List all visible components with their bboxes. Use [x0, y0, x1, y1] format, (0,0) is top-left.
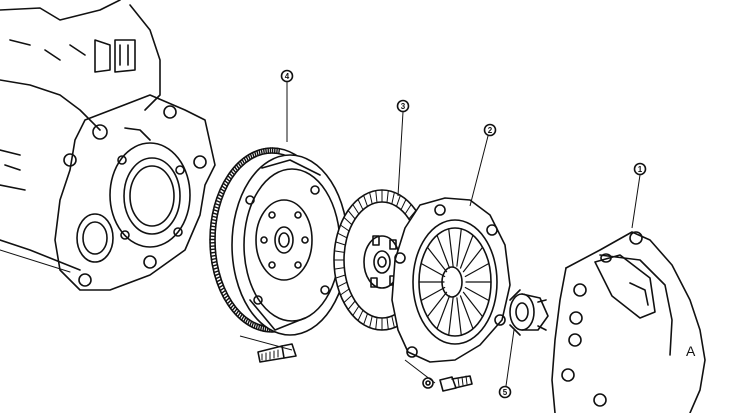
release-bearing — [509, 289, 549, 336]
engine-block — [0, 0, 216, 291]
pressure-plate — [391, 197, 511, 363]
callout-5-marker — [498, 385, 512, 399]
transmission-housing: A — [551, 231, 706, 413]
callout-3-marker — [396, 99, 410, 113]
callouts: 4 3 2 1 5 — [280, 69, 647, 399]
callout-3-label: 3 — [401, 102, 406, 111]
callout-5-label: 5 — [503, 388, 508, 397]
callout-1-label: 1 — [638, 165, 643, 174]
flywheel-bolt — [239, 335, 297, 363]
pressure-plate-bolt — [404, 359, 473, 392]
housing-mark: A — [686, 343, 696, 359]
callout-1-marker — [633, 162, 647, 176]
flywheel — [209, 147, 349, 336]
callout-2-label: 2 — [488, 126, 493, 135]
callout-2-marker — [483, 123, 497, 137]
callout-4-label: 4 — [285, 72, 290, 81]
callout-4-marker — [280, 69, 294, 83]
